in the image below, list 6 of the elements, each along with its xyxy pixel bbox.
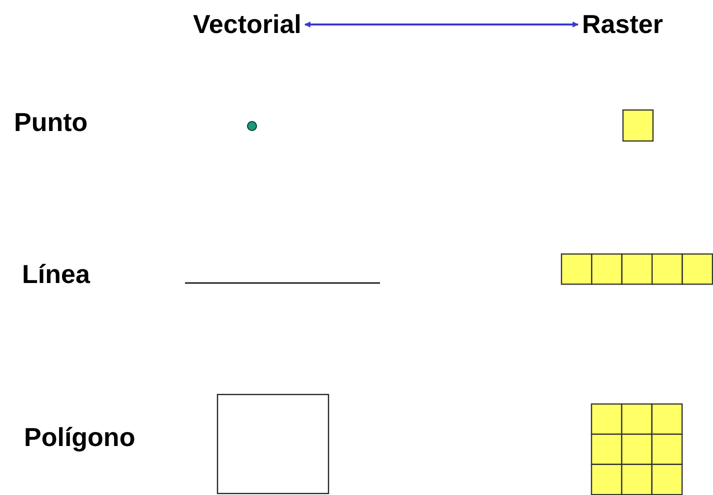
column-heading: Vectorial — [193, 9, 302, 40]
row-label: Punto — [14, 107, 88, 138]
row-label: Polígono — [24, 422, 136, 454]
row-label: Línea — [22, 259, 90, 290]
double-arrow — [304, 22, 579, 28]
column-heading: Raster — [582, 9, 663, 40]
